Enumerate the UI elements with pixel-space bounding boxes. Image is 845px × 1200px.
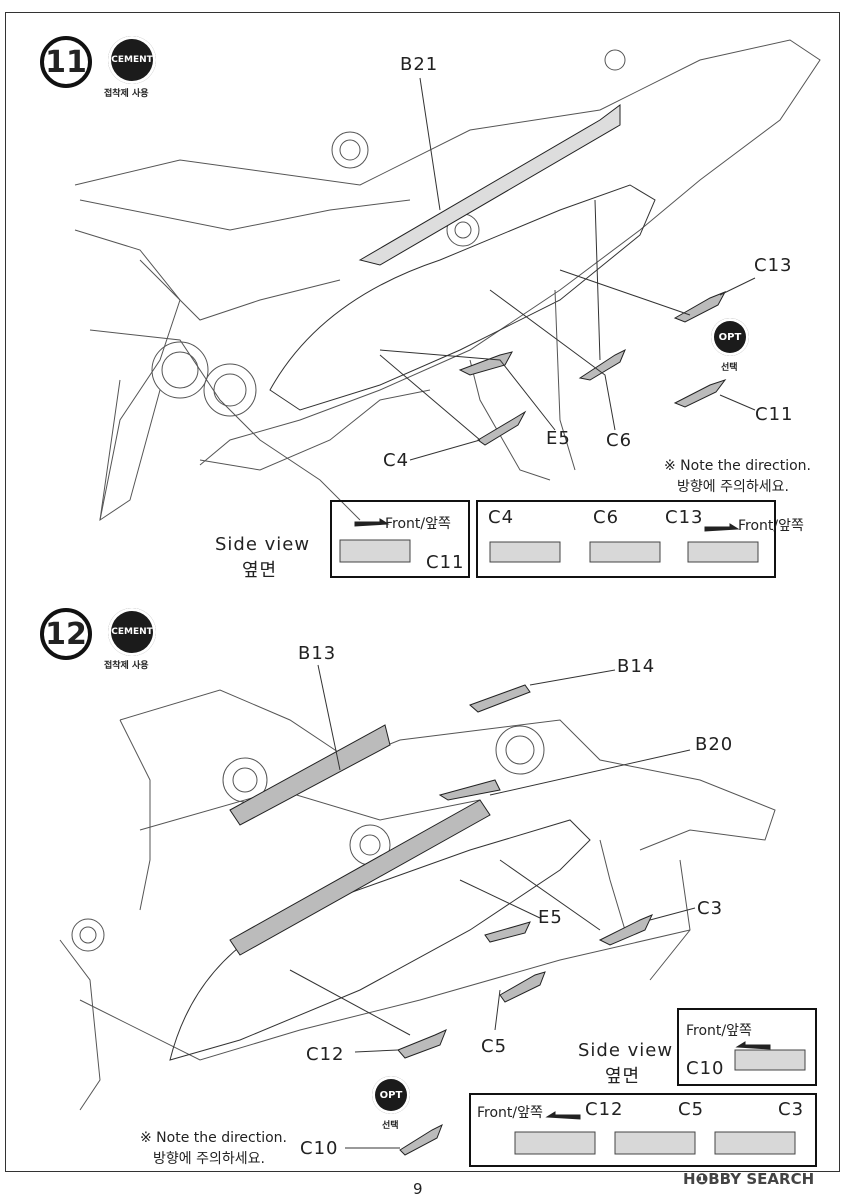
step12-leader-lines bbox=[289, 664, 696, 1149]
step-12-number: 12 bbox=[40, 608, 92, 660]
step12-label-c10: C10 bbox=[300, 1138, 339, 1159]
step12-side-view-en: Side view bbox=[578, 1040, 674, 1061]
step11-missiles bbox=[458, 291, 727, 446]
step11-leader-lines bbox=[379, 77, 756, 461]
step-11-opt-caption: 선택 bbox=[721, 363, 738, 373]
step12-label-b20: B20 bbox=[695, 734, 734, 755]
step11-detail-box-c4-c6-c13 bbox=[476, 500, 776, 578]
step12-box2-c3: C3 bbox=[778, 1099, 805, 1120]
watermark: H❶BBY SEARCH bbox=[683, 1170, 815, 1188]
step12-label-c3: C3 bbox=[697, 898, 724, 919]
step-12-opt-badge: OPT bbox=[372, 1076, 410, 1114]
step12-missiles bbox=[397, 914, 653, 1156]
step12-box2-c12: C12 bbox=[585, 1099, 624, 1120]
step12-note-en: ※ Note the direction. bbox=[140, 1130, 287, 1146]
step11-aircraft-drawing bbox=[74, 39, 821, 522]
step-12-opt-caption: 선택 bbox=[382, 1121, 399, 1131]
step11-note-ko: 방향에 주의하세요. bbox=[677, 479, 789, 495]
step12-box1-part: C10 bbox=[686, 1058, 725, 1079]
step12-label-c12: C12 bbox=[306, 1044, 345, 1065]
step11-label-c13: C13 bbox=[754, 255, 793, 276]
step11-label-c11: C11 bbox=[755, 404, 794, 425]
step12-label-b13: B13 bbox=[298, 643, 337, 664]
step11-box1-front: Front/앞쪽 bbox=[385, 516, 451, 532]
step11-label-e5: E5 bbox=[546, 428, 571, 449]
step11-note-en: ※ Note the direction. bbox=[664, 458, 811, 474]
step12-note-ko: 방향에 주의하세요. bbox=[153, 1151, 265, 1167]
detail-part-sketches bbox=[339, 539, 806, 1155]
step12-detail-box-c10 bbox=[677, 1008, 817, 1086]
step12-detail-box-c12-c5-c3 bbox=[469, 1093, 817, 1167]
step-12-cement-caption: 접착제 사용 bbox=[104, 661, 149, 671]
step11-box2-c6: C6 bbox=[593, 507, 620, 528]
step12-label-b14: B14 bbox=[617, 656, 656, 677]
step11-box2-c13: C13 bbox=[665, 507, 704, 528]
step11-side-view-ko: 옆면 bbox=[242, 560, 278, 581]
step12-pylons bbox=[229, 684, 531, 956]
step12-box2-front: Front/앞쪽 bbox=[477, 1105, 543, 1121]
step-12-cement-badge: CEMENT bbox=[108, 608, 156, 656]
step12-label-c5: C5 bbox=[481, 1036, 508, 1057]
step-11-number: 11 bbox=[40, 36, 92, 88]
step11-box1-part: C11 bbox=[426, 552, 465, 573]
step11-box2-front: Front/앞쪽 bbox=[738, 518, 804, 534]
step11-detail-box-c11 bbox=[330, 500, 470, 578]
step11-label-b21: B21 bbox=[400, 54, 439, 75]
front-arrows bbox=[354, 518, 771, 1120]
step11-label-c6: C6 bbox=[606, 430, 633, 451]
page-number: 9 bbox=[413, 1180, 423, 1198]
step-11-cement-badge: CEMENT bbox=[108, 36, 156, 84]
step-11-opt-badge: OPT bbox=[711, 318, 749, 356]
step11-label-c4: C4 bbox=[383, 450, 410, 471]
step12-label-e5: E5 bbox=[538, 907, 563, 928]
step12-side-view-ko: 옆면 bbox=[605, 1066, 641, 1087]
step11-box2-c4: C4 bbox=[488, 507, 515, 528]
page-frame bbox=[5, 12, 840, 1172]
step12-box1-front: Front/앞쪽 bbox=[686, 1023, 752, 1039]
step-11-cement-caption: 접착제 사용 bbox=[104, 89, 149, 99]
step11-side-view-en: Side view bbox=[215, 534, 311, 555]
step11-pylon-b21 bbox=[358, 104, 621, 266]
step12-box2-c5: C5 bbox=[678, 1099, 705, 1120]
